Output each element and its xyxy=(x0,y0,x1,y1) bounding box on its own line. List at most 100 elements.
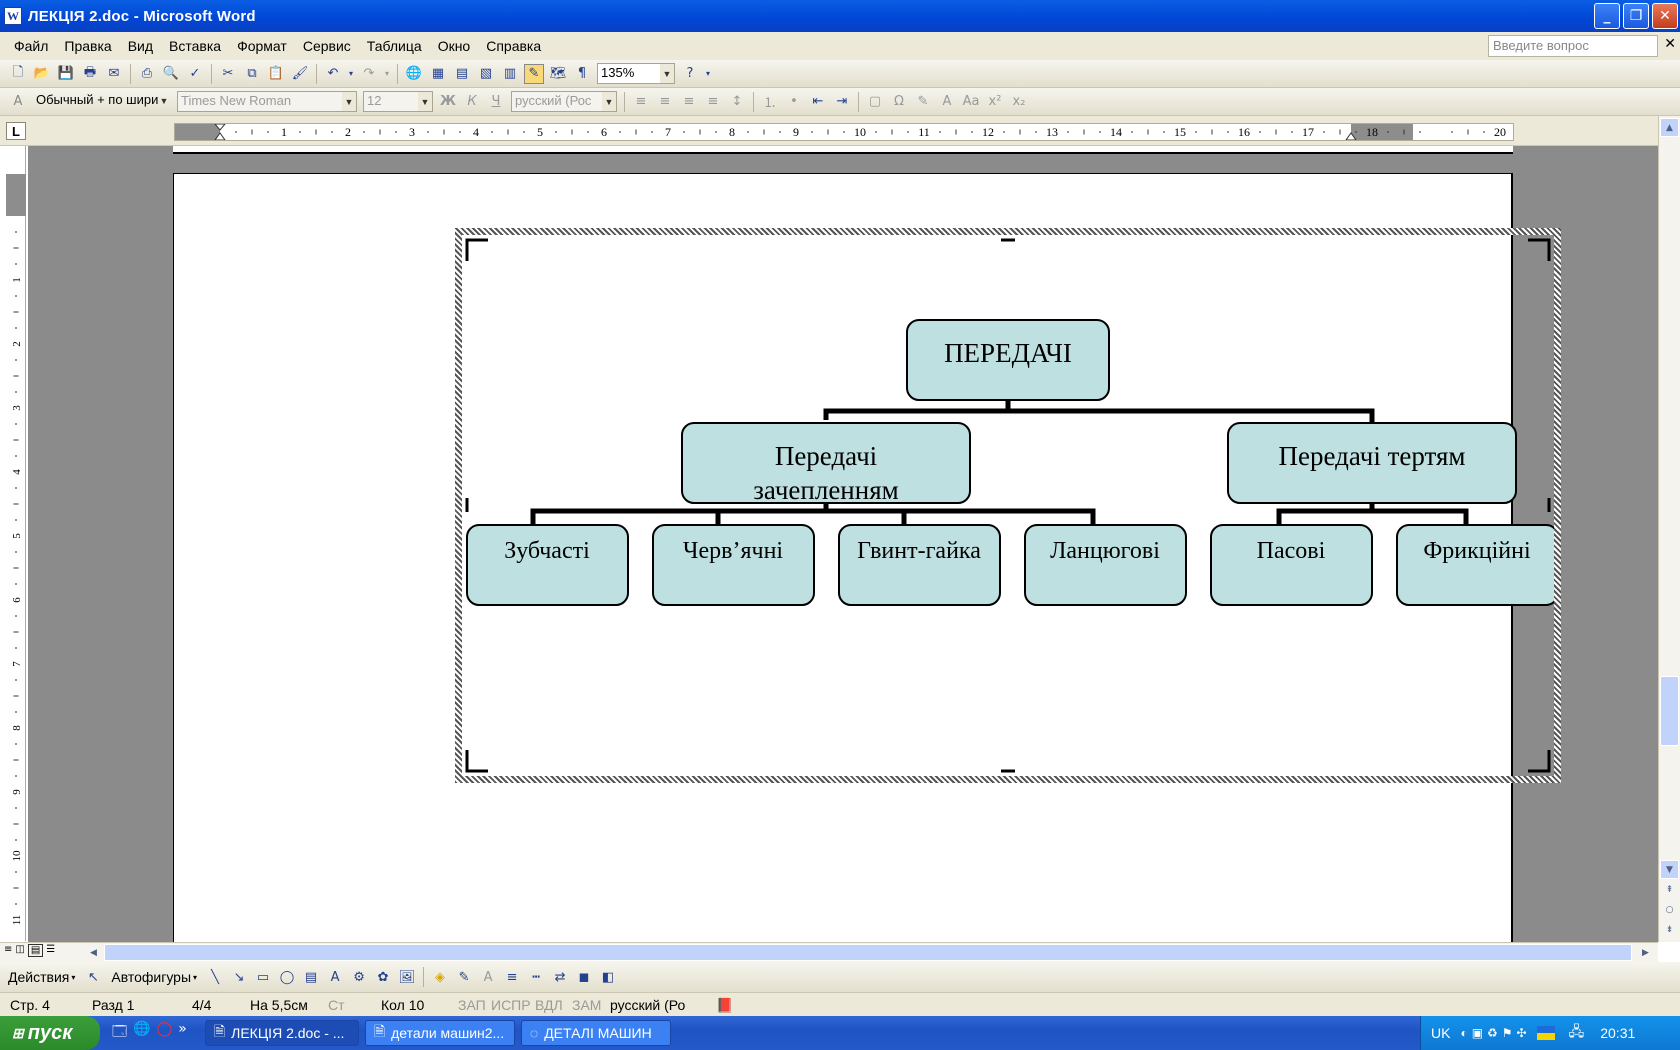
print-preview-icon[interactable]: 🔍 xyxy=(162,66,180,81)
close-button[interactable]: ✕ xyxy=(1652,3,1678,29)
show-hide-icon[interactable]: ¶ xyxy=(577,66,587,81)
font-combo[interactable]: Times New Roman ▼ xyxy=(177,91,357,112)
redo-icon[interactable]: ↷ xyxy=(363,66,375,81)
corner-handle[interactable] xyxy=(465,750,488,773)
line-spacing-icon[interactable]: ↕ xyxy=(731,94,743,109)
drawing-icon[interactable]: ✎ xyxy=(524,63,544,84)
paste-icon[interactable]: 📋 xyxy=(267,66,285,81)
menu-insert[interactable]: Вставка xyxy=(169,38,222,54)
node-leaf[interactable] xyxy=(1210,524,1373,606)
hyperlink-icon[interactable]: 🌐 xyxy=(405,66,423,81)
status-track-changes[interactable]: ИСПР xyxy=(491,997,531,1013)
node-leaf[interactable] xyxy=(652,524,815,606)
close-document-icon[interactable]: ✕ xyxy=(1664,36,1676,52)
highlight-icon[interactable]: ✎ xyxy=(917,94,929,109)
bold-icon[interactable]: Ж xyxy=(440,94,456,109)
menu-format[interactable]: Формат xyxy=(237,38,287,54)
select-objects-icon[interactable]: ↖ xyxy=(87,969,99,985)
chevron-down-icon[interactable]: ▼ xyxy=(342,92,356,111)
permission-icon[interactable]: 🖶 xyxy=(83,64,97,80)
menu-view[interactable]: Вид xyxy=(127,38,154,54)
node-leaf[interactable] xyxy=(838,524,1001,606)
dash-style-icon[interactable]: ┅ xyxy=(532,969,540,985)
italic-icon[interactable]: К xyxy=(467,94,477,109)
superscript-icon[interactable]: x² xyxy=(988,94,1002,109)
line-style-icon[interactable]: ≡ xyxy=(506,969,518,985)
text-box-icon[interactable]: ▤ xyxy=(304,969,318,985)
web-view-icon[interactable]: ◫ xyxy=(15,944,25,955)
rectangle-icon[interactable]: ▭ xyxy=(256,969,270,985)
format-painter-icon[interactable]: 🖌 xyxy=(291,66,309,81)
chevron-down-icon[interactable]: ▼ xyxy=(660,64,674,83)
vertical-scrollbar[interactable]: ▲ ▼ ⇞ ○ ⇟ xyxy=(1658,116,1680,942)
font-size-combo[interactable]: 12 ▼ xyxy=(363,91,433,112)
help-icon[interactable]: ? xyxy=(686,66,694,81)
picture-icon[interactable]: 🖼 xyxy=(398,969,416,985)
3d-style-icon[interactable]: ◧ xyxy=(601,969,615,985)
autoshapes-menu[interactable]: Автофигуры xyxy=(111,969,192,985)
task-lecture2[interactable]: 🗎 ЛЕКЦІЯ 2.doc - ... xyxy=(204,1020,359,1046)
line-color-icon[interactable]: ✎ xyxy=(458,969,470,985)
status-extend[interactable]: ВДЛ xyxy=(535,997,563,1013)
scroll-thumb[interactable] xyxy=(1660,676,1679,746)
numbering-icon[interactable]: ⒈ xyxy=(763,96,777,111)
menu-table[interactable]: Таблица xyxy=(366,38,422,54)
cut-icon[interactable]: ✂ xyxy=(222,66,234,81)
language-indicator[interactable]: UK xyxy=(1431,1025,1451,1041)
spelling-icon[interactable]: ✓ xyxy=(189,66,201,81)
insert-table-icon[interactable]: ▤ xyxy=(455,66,469,81)
align-right-icon[interactable]: ≡ xyxy=(683,94,695,109)
symbol-icon[interactable]: Ω xyxy=(894,94,904,109)
shadow-style-icon[interactable]: ◼ xyxy=(578,969,590,985)
tab-selector[interactable]: L xyxy=(6,122,26,140)
node-root[interactable] xyxy=(906,319,1110,401)
ukraine-flag-icon[interactable] xyxy=(1536,1026,1555,1040)
line-icon[interactable]: ╲ xyxy=(211,969,219,985)
font-color-icon[interactable]: A xyxy=(942,94,952,109)
save-icon[interactable]: 💾 xyxy=(57,66,75,81)
wordart-icon[interactable]: A xyxy=(330,969,340,985)
open-icon[interactable]: 📂 xyxy=(33,66,51,81)
word-app-icon[interactable]: W xyxy=(4,7,22,25)
normal-view-icon[interactable]: ≡ xyxy=(4,944,13,955)
tables-borders-icon[interactable]: ▦ xyxy=(431,66,445,81)
styles-icon[interactable]: A xyxy=(13,94,23,109)
start-button[interactable]: ⊞ пуск xyxy=(0,1016,100,1050)
status-overtype[interactable]: ЗАМ xyxy=(572,997,602,1013)
selection-handles[interactable] xyxy=(465,238,1551,773)
change-case-icon[interactable]: Aa xyxy=(962,94,980,109)
borders-icon[interactable]: ▢ xyxy=(868,94,882,109)
menu-window[interactable]: Окно xyxy=(437,38,471,54)
horizontal-scroll-thumb[interactable] xyxy=(104,944,1632,961)
corner-handle[interactable] xyxy=(465,238,488,261)
chevron-down-icon[interactable]: ▼ xyxy=(159,95,169,106)
corner-handle[interactable] xyxy=(1528,238,1551,261)
undo-icon[interactable]: ↶ xyxy=(327,66,339,81)
task-machine-parts-folder[interactable]: ◌ ДЕТАЛІ МАШИН xyxy=(520,1020,671,1046)
chevron-down-icon[interactable]: ▾ xyxy=(193,972,198,982)
decrease-indent-icon[interactable]: ⇤ xyxy=(812,94,824,109)
node-left-parent[interactable] xyxy=(681,422,971,504)
menu-edit[interactable]: Правка xyxy=(64,38,112,54)
next-page-icon[interactable]: ⇟ xyxy=(1665,924,1674,935)
justify-icon[interactable]: ≡ xyxy=(707,94,719,109)
clipart-icon[interactable]: ✿ xyxy=(377,969,389,985)
toolbar-options-icon[interactable]: ▾ xyxy=(705,69,710,78)
scroll-left-icon[interactable]: ◀ xyxy=(90,947,97,958)
chevron-down-icon[interactable]: ▾ xyxy=(71,972,76,982)
document-page[interactable]: ПЕРЕДАЧІ Передачі зачепленням Передачі т… xyxy=(173,173,1561,942)
align-center-icon[interactable]: ≡ xyxy=(659,94,671,109)
spelling-status-icon[interactable]: 📕 xyxy=(716,997,734,1013)
copy-icon[interactable]: ⧉ xyxy=(247,66,257,81)
diagram-icon[interactable]: ⚙ xyxy=(353,969,365,985)
columns-icon[interactable]: ▥ xyxy=(503,66,517,81)
horizontal-scrollbar[interactable]: ≡ ◫ ▤ ☰ ◀ ▶ xyxy=(0,942,1658,962)
font-color-draw-icon[interactable]: A xyxy=(483,969,493,985)
node-right-parent[interactable] xyxy=(1227,422,1517,504)
help-question-input[interactable]: Введите вопрос xyxy=(1488,35,1658,57)
chevron-down-icon[interactable]: ▼ xyxy=(418,92,432,111)
node-leaf[interactable] xyxy=(1396,524,1559,606)
print-layout-view-icon[interactable]: ▤ xyxy=(27,944,44,957)
opera-icon[interactable]: ◯ xyxy=(156,1021,173,1037)
